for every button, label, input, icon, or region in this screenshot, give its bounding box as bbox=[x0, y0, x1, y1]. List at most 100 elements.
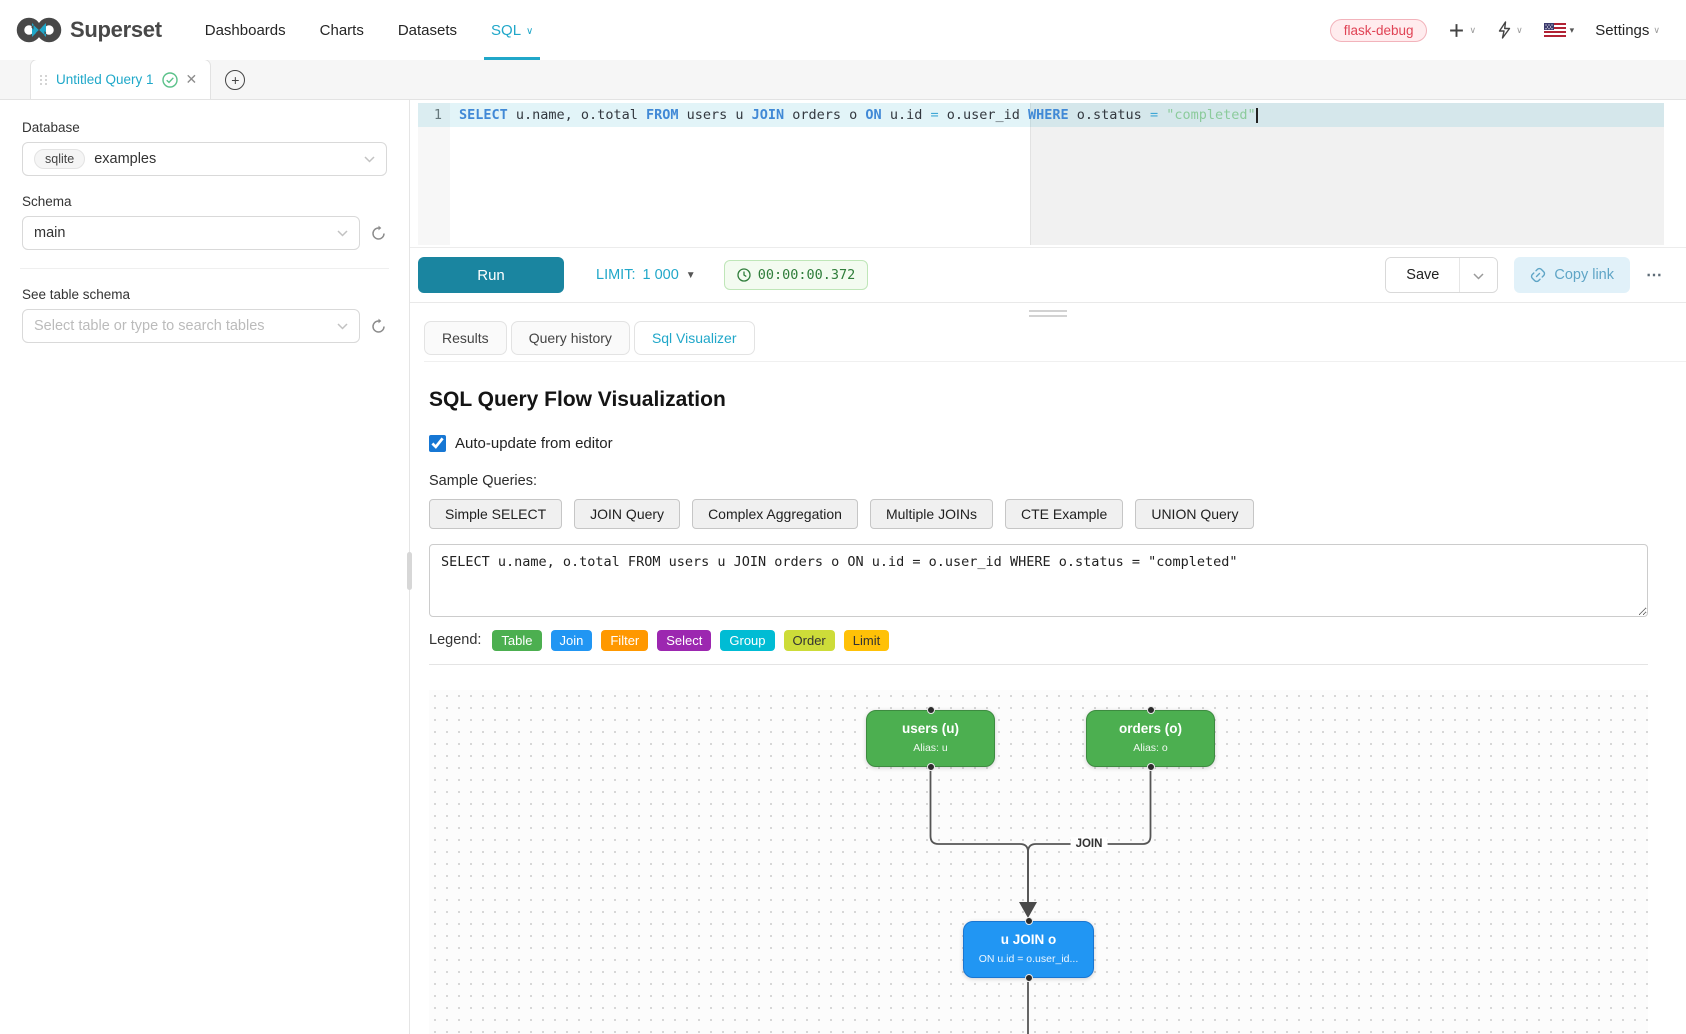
query-tab-title: Untitled Query 1 bbox=[56, 72, 154, 87]
database-select[interactable]: sqlite examples bbox=[22, 142, 387, 176]
editor-toolbar: Run LIMIT: 1 000 ▼ 00:00:00.372 Save bbox=[410, 247, 1686, 303]
tab-results[interactable]: Results bbox=[424, 321, 507, 355]
sample-multiple-joins-button[interactable]: Multiple JOINs bbox=[869, 499, 993, 529]
limit-dropdown[interactable]: LIMIT: 1 000 ▼ bbox=[596, 267, 696, 283]
connection-handle[interactable] bbox=[926, 705, 935, 714]
auto-update-label: Auto-update from editor bbox=[455, 435, 613, 452]
database-type-badge: sqlite bbox=[34, 149, 86, 169]
caret-down-icon: ∨ bbox=[1653, 24, 1660, 35]
run-button[interactable]: Run bbox=[418, 257, 564, 293]
edge-arrowhead bbox=[1019, 901, 1037, 918]
flow-edges bbox=[929, 770, 1152, 1034]
join-edge-label: JOIN bbox=[1070, 836, 1108, 851]
link-icon bbox=[1531, 267, 1546, 283]
connection-handle[interactable] bbox=[1024, 973, 1033, 982]
caret-down-icon: ▼ bbox=[685, 269, 696, 281]
flow-node-orders[interactable]: orders (o) Alias: o bbox=[1086, 705, 1215, 771]
sample-queries-label: Sample Queries: bbox=[429, 473, 537, 489]
schema-select-value: main bbox=[34, 225, 66, 241]
database-label: Database bbox=[22, 120, 80, 135]
editor-gutter: 1 bbox=[418, 103, 450, 245]
sql-editor[interactable]: 1 SELECT u.name, o.total FROM users u JO… bbox=[418, 103, 1664, 245]
save-button[interactable]: Save bbox=[1386, 258, 1460, 292]
node-title: orders (o) bbox=[1118, 720, 1182, 736]
panel-resize-handle[interactable] bbox=[407, 552, 412, 590]
flow-node-users[interactable]: users (u) Alias: u bbox=[866, 705, 995, 771]
limit-value: 1 000 bbox=[642, 267, 679, 283]
close-icon[interactable]: ✕ bbox=[185, 71, 198, 87]
timer-value: 00:00:00.372 bbox=[757, 267, 856, 283]
tab-sql-visualizer[interactable]: Sql Visualizer bbox=[633, 321, 755, 355]
auto-update-checkbox[interactable] bbox=[429, 435, 446, 452]
query-tab-strip: Untitled Query 1 ✕ + bbox=[0, 59, 1686, 100]
sql-code-line[interactable]: SELECT u.name, o.total FROM users u JOIN… bbox=[459, 107, 1258, 123]
caret-down-icon: ∨ bbox=[1469, 24, 1477, 35]
language-picker[interactable]: ▾ bbox=[1543, 23, 1575, 37]
drag-handle-icon[interactable] bbox=[40, 74, 48, 85]
sample-join-query-button[interactable]: JOIN Query bbox=[574, 499, 681, 529]
print-margin-region bbox=[1030, 103, 1664, 245]
table-select[interactable]: Select table or type to search tables bbox=[22, 309, 360, 343]
settings-menu[interactable]: Settings ∨ bbox=[1595, 21, 1660, 39]
sample-cte-example-button[interactable]: CTE Example bbox=[1004, 499, 1124, 529]
connection-handle[interactable] bbox=[926, 762, 935, 771]
nav-item-charts[interactable]: Charts bbox=[319, 21, 364, 39]
caret-down-icon: ∨ bbox=[1516, 24, 1523, 35]
schema-select[interactable]: main bbox=[22, 216, 360, 250]
new-item-menu[interactable]: ∨ bbox=[1448, 22, 1476, 39]
node-title: u JOIN o bbox=[1000, 931, 1057, 947]
nav-item-datasets[interactable]: Datasets bbox=[397, 21, 458, 39]
results-tab-bar: Results Query history Sql Visualizer bbox=[424, 321, 1686, 362]
sample-simple-select-button[interactable]: Simple SELECT bbox=[429, 499, 563, 529]
legend-filter-badge: Filter bbox=[601, 629, 649, 651]
sample-union-query-button[interactable]: UNION Query bbox=[1135, 499, 1255, 529]
refresh-icon[interactable] bbox=[370, 318, 387, 335]
content-divider bbox=[429, 663, 1648, 665]
check-circle-icon bbox=[161, 71, 178, 88]
legend: Legend: Table Join Filter Select Group O… bbox=[429, 629, 1648, 651]
chevron-down-icon bbox=[337, 229, 348, 237]
schema-label: Schema bbox=[22, 194, 72, 209]
superset-brand[interactable]: Superset bbox=[16, 16, 162, 44]
caret-down-icon: ▾ bbox=[1569, 24, 1575, 35]
query-search-menu[interactable]: ∨ bbox=[1497, 21, 1523, 39]
save-options-button[interactable] bbox=[1459, 258, 1498, 292]
navbar-right: flask-debug ∨ ∨ ▾ Settings ∨ bbox=[1329, 18, 1660, 42]
us-flag-icon bbox=[1543, 23, 1566, 37]
flow-canvas[interactable]: JOIN users (u) Alias: u orders (o) Alias… bbox=[429, 689, 1648, 1034]
legend-table-badge: Table bbox=[492, 629, 542, 651]
connection-handle[interactable] bbox=[1024, 916, 1033, 925]
line-number: 1 bbox=[433, 107, 442, 123]
sample-complex-aggregation-button[interactable]: Complex Aggregation bbox=[692, 499, 858, 529]
split-resize-handle[interactable] bbox=[1029, 307, 1067, 320]
visualizer-title: SQL Query Flow Visualization bbox=[429, 388, 726, 411]
legend-order-badge: Order bbox=[783, 629, 835, 651]
new-query-tab-button[interactable]: + bbox=[225, 70, 246, 90]
lightning-bolt-icon bbox=[1498, 21, 1511, 39]
main-nav: Dashboards Charts Datasets SQL ∨ bbox=[188, 0, 551, 60]
env-badge: flask-debug bbox=[1329, 18, 1428, 42]
refresh-icon[interactable] bbox=[370, 225, 387, 242]
nav-item-dashboards[interactable]: Dashboards bbox=[204, 21, 286, 39]
node-subtitle: Alias: u bbox=[913, 741, 948, 754]
node-title: users (u) bbox=[901, 720, 959, 736]
connection-handle[interactable] bbox=[1146, 762, 1155, 771]
limit-label: LIMIT: bbox=[596, 267, 636, 283]
tab-query-history[interactable]: Query history bbox=[510, 321, 630, 355]
table-select-placeholder: Select table or type to search tables bbox=[34, 318, 265, 334]
brand-title: Superset bbox=[70, 17, 162, 42]
sql-visualizer-panel: SQL Query Flow Visualization Auto-update… bbox=[410, 362, 1686, 1034]
plus-icon bbox=[1450, 23, 1464, 37]
copy-link-button[interactable]: Copy link bbox=[1514, 257, 1630, 293]
query-tab-active[interactable]: Untitled Query 1 ✕ bbox=[30, 59, 212, 99]
results-section: Results Query history Sql Visualizer SQL… bbox=[410, 303, 1686, 1034]
legend-group-badge: Group bbox=[720, 629, 775, 651]
superset-logo-icon bbox=[16, 17, 62, 43]
node-subtitle: Alias: o bbox=[1133, 741, 1168, 754]
visualizer-query-input[interactable]: SELECT u.name, o.total FROM users u JOIN… bbox=[429, 544, 1648, 617]
connection-handle[interactable] bbox=[1146, 705, 1155, 714]
sqllab-left-panel: Database sqlite examples Schema main See… bbox=[0, 100, 412, 1034]
nav-item-sql[interactable]: SQL ∨ bbox=[474, 0, 550, 60]
more-actions-button[interactable]: ⋯ bbox=[1646, 267, 1664, 284]
flow-node-join[interactable]: u JOIN o ON u.id = o.user_id... bbox=[963, 916, 1094, 982]
